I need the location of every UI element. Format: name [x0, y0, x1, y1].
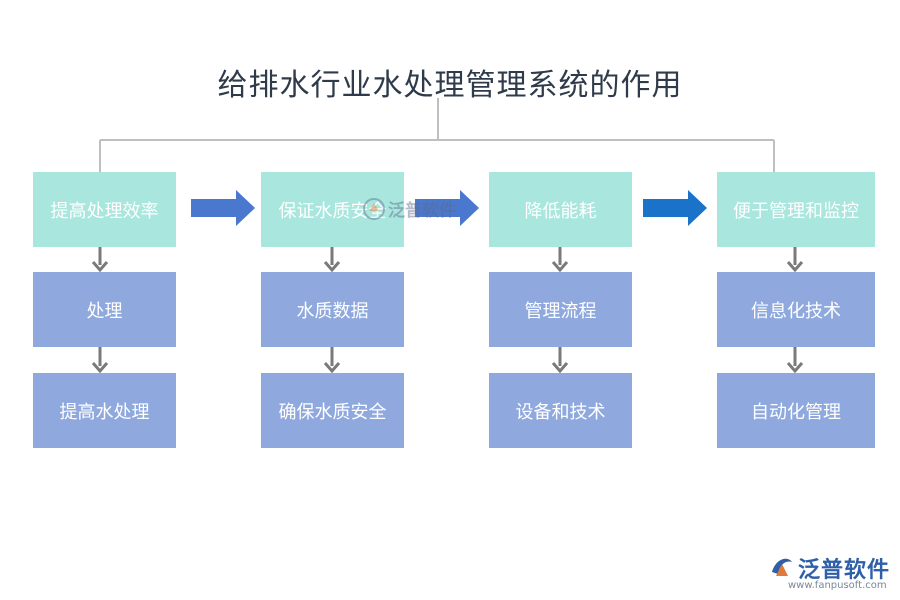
- node-secure-water-quality: 确保水质安全: [261, 373, 404, 448]
- node-equipment-technology: 设备和技术: [489, 373, 632, 448]
- watermark-text: 泛普软件: [388, 201, 456, 221]
- node-management-monitoring: 便于管理和监控: [717, 172, 875, 247]
- node-improve-efficiency: 提高处理效率: [33, 172, 176, 247]
- brand-url: www.fanpusoft.com: [788, 580, 887, 591]
- brand-logo: 泛普软件 www.fanpusoft.com: [768, 550, 893, 592]
- node-ensure-water-quality: 保证水质安全: [261, 172, 404, 247]
- down-arrow: [323, 347, 341, 374]
- down-arrow: [786, 347, 804, 374]
- down-arrow: [551, 347, 569, 374]
- node-automated-management: 自动化管理: [717, 373, 875, 448]
- flow-arrow-2: [415, 190, 479, 226]
- node-improve-water-treatment: 提高水处理: [33, 373, 176, 448]
- flow-arrow-1: [191, 190, 255, 226]
- node-management-process: 管理流程: [489, 272, 632, 347]
- flow-arrow-3: [643, 190, 707, 226]
- node-information-technology: 信息化技术: [717, 272, 875, 347]
- brand-logo-icon: [772, 558, 792, 576]
- brand-name: 泛普软件: [798, 558, 891, 583]
- down-arrow: [551, 247, 569, 273]
- diagram-title: 给排水行业水处理管理系统的作用: [217, 68, 683, 103]
- down-arrow: [786, 247, 804, 273]
- down-arrow: [91, 347, 109, 374]
- watermark-logo-icon: [363, 197, 385, 220]
- node-water-quality-data: 水质数据: [261, 272, 404, 347]
- down-arrow: [91, 247, 109, 273]
- down-arrow: [323, 247, 341, 273]
- node-reduce-energy: 降低能耗: [489, 172, 632, 247]
- node-processing: 处理: [33, 272, 176, 347]
- watermark: 泛普软件: [362, 196, 456, 221]
